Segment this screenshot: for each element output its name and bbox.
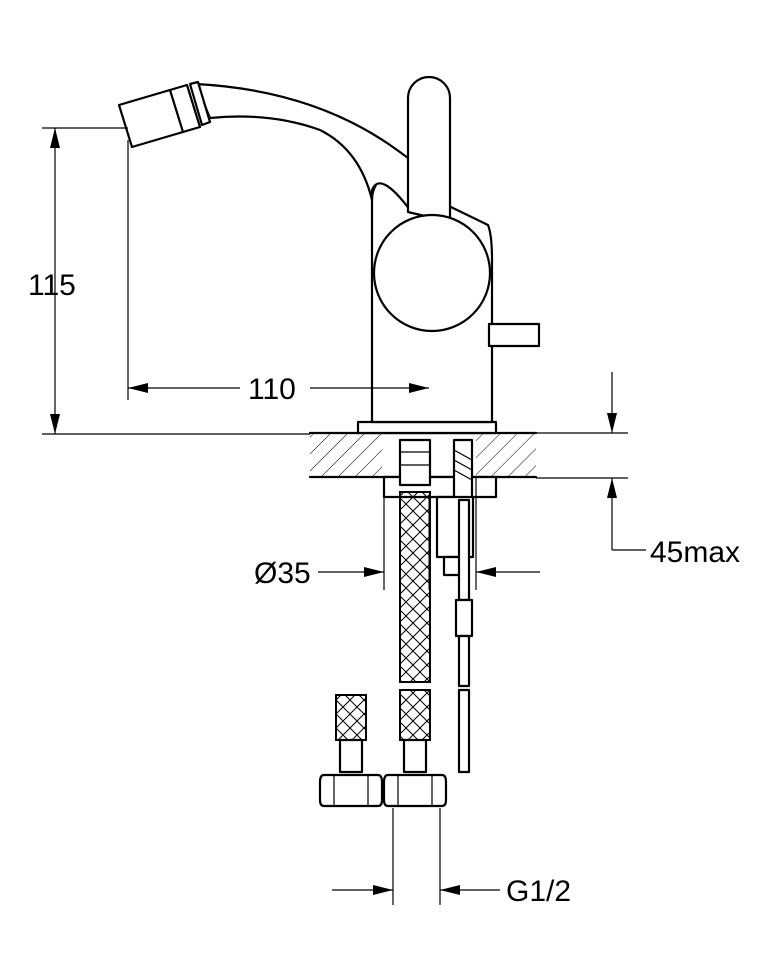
dimension-thread-label: G1/2 [506, 875, 571, 908]
dimension-hole-label: Ø35 [254, 557, 311, 590]
dimension-reach-label: 110 [248, 373, 296, 406]
dimension-reach: 110 [127, 140, 429, 406]
dimension-thickness-label: 45max [650, 536, 740, 569]
dimension-thickness: 45max [536, 372, 740, 569]
flex-hose-main [382, 491, 448, 808]
dimension-height: 115 [28, 127, 310, 435]
flex-hose-secondary [318, 694, 384, 808]
dimension-height-label: 115 [28, 269, 76, 302]
dimension-hole: Ø35 [254, 477, 540, 590]
pop-up-rod [454, 498, 474, 774]
faucet-body [117, 75, 541, 435]
dimension-thread: G1/2 [332, 808, 571, 908]
